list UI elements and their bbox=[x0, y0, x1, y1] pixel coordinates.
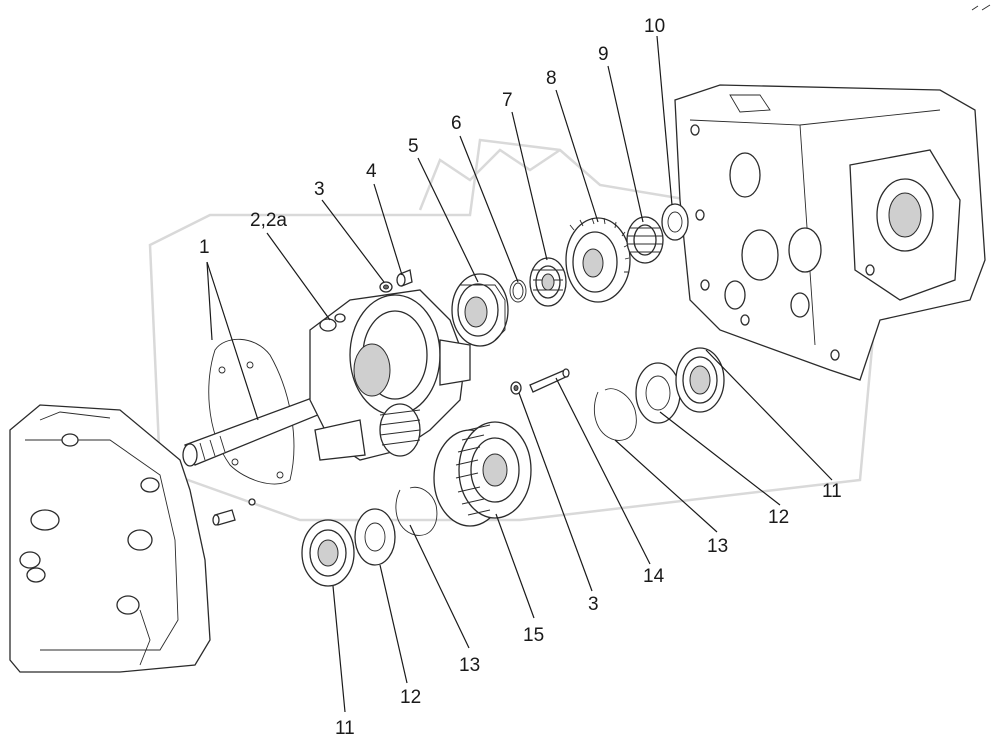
reducer-assembly-part-2 bbox=[309, 289, 471, 461]
needle-bearing-part-9 bbox=[626, 216, 664, 264]
nut-part-3-lower bbox=[510, 381, 522, 395]
callout-5: 5 bbox=[408, 136, 419, 157]
callout-2-2a: 2,2a bbox=[250, 210, 287, 231]
bearing-part-11-left bbox=[301, 519, 355, 587]
callout-12-right: 12 bbox=[768, 507, 789, 528]
corner-mark-icon bbox=[971, 4, 991, 11]
washer-part-10 bbox=[661, 203, 689, 241]
left-housing bbox=[9, 404, 211, 673]
nut-part-3-upper bbox=[379, 281, 393, 293]
callout-3-upper: 3 bbox=[314, 179, 325, 200]
snap-ring-part-6 bbox=[509, 279, 527, 303]
callout-15: 15 bbox=[523, 625, 544, 646]
right-housing bbox=[674, 84, 986, 381]
gasket-part-1 bbox=[208, 338, 295, 485]
callout-3-lower: 3 bbox=[588, 594, 599, 615]
pin-part-14 bbox=[529, 368, 570, 393]
callout-10: 10 bbox=[644, 16, 665, 37]
gear-part-7 bbox=[529, 257, 567, 307]
main-shaft bbox=[182, 394, 331, 467]
carrier-part-5 bbox=[451, 273, 509, 347]
dowel-pin bbox=[212, 498, 256, 526]
bolt-part-4 bbox=[396, 269, 413, 287]
bearing-part-11-right bbox=[675, 347, 725, 413]
callout-labels: 1 2,2a 3 4 5 6 7 8 9 10 11 12 13 14 3 15… bbox=[199, 16, 842, 739]
snap-ring-part-13-right bbox=[593, 388, 637, 441]
callout-11-right: 11 bbox=[822, 481, 842, 502]
callout-8: 8 bbox=[546, 68, 557, 89]
callout-13-left: 13 bbox=[459, 655, 480, 676]
callout-9: 9 bbox=[598, 44, 609, 65]
snap-ring-part-13-left bbox=[395, 486, 438, 536]
washer-part-12-left bbox=[354, 508, 396, 566]
callout-4: 4 bbox=[366, 161, 377, 182]
callout-12-left: 12 bbox=[400, 687, 421, 708]
gear-part-8 bbox=[565, 217, 631, 303]
callout-11-left: 11 bbox=[335, 718, 355, 739]
callout-1: 1 bbox=[199, 237, 210, 258]
callout-13-right: 13 bbox=[707, 536, 728, 557]
callout-7: 7 bbox=[502, 90, 513, 111]
leader-lines bbox=[206, 35, 833, 713]
gear-part-15 bbox=[433, 421, 532, 527]
callout-14: 14 bbox=[643, 566, 665, 587]
washer-part-12-right bbox=[635, 362, 681, 424]
callout-6: 6 bbox=[451, 113, 462, 134]
